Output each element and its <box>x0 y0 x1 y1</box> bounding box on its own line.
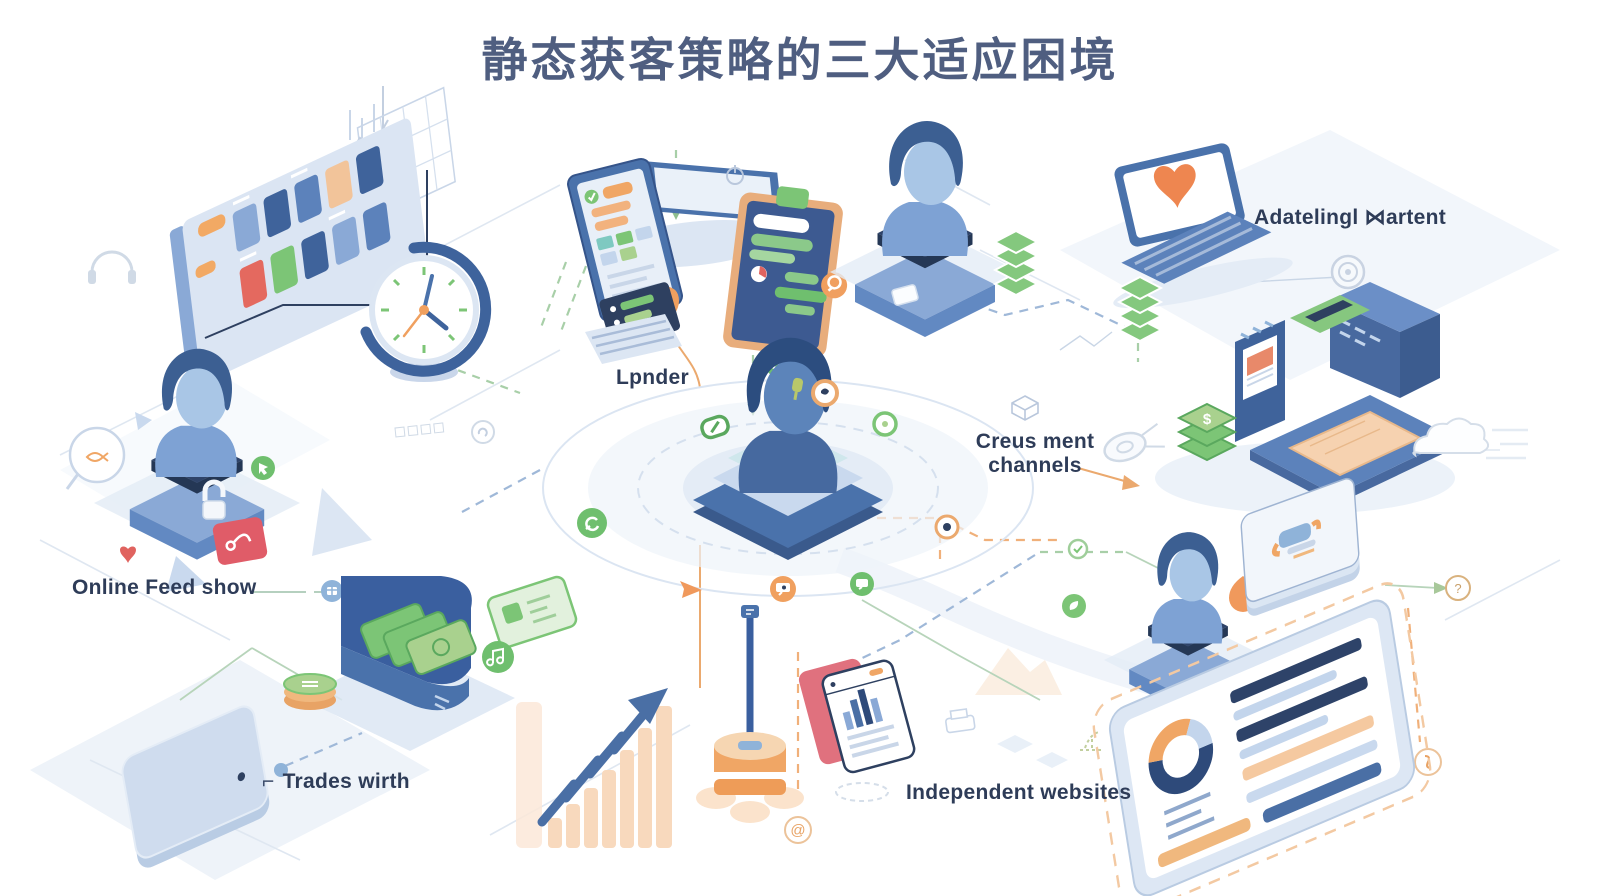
orange-ring-icon <box>811 379 839 407</box>
clock <box>360 241 492 382</box>
money-stack: $ <box>1176 402 1238 462</box>
green-pill-icon <box>700 414 730 440</box>
label-trades-wirth: ⌐ Trades wirth <box>262 770 410 794</box>
svg-text:?: ? <box>1454 581 1461 596</box>
person-top <box>830 120 1038 339</box>
padlock-icon <box>202 479 226 520</box>
sprout-icon <box>1080 731 1104 751</box>
kanban-cards <box>232 146 391 308</box>
label-creus-line1: Creus ment <box>975 430 1095 453</box>
central-hub <box>542 337 1034 597</box>
coil-icon <box>1330 254 1366 290</box>
label-independent-websites: Independent websites <box>906 781 1132 804</box>
online-feed-line <box>252 580 343 602</box>
analytics-tablet <box>1092 582 1432 896</box>
growth-chart <box>516 688 672 848</box>
small-arrow-2 <box>166 556 206 592</box>
cube-icon <box>1011 395 1039 421</box>
hub-badges <box>471 377 1089 618</box>
orange-target-icon <box>934 514 960 540</box>
svg-text:@: @ <box>790 822 805 839</box>
coin-stack <box>283 673 337 710</box>
machine-icon <box>1271 519 1322 559</box>
browser-chart-card <box>798 658 916 774</box>
red-tag-icon <box>212 517 268 565</box>
label-online-feed-show: Online Feed show <box>72 576 257 599</box>
kanban-board <box>169 118 429 389</box>
form-tablet <box>567 157 683 323</box>
red-heart-dot <box>120 546 136 563</box>
power-icon <box>726 165 744 185</box>
squiggle-circle-icon <box>1414 748 1442 776</box>
pole-top-icon <box>741 605 759 618</box>
printer-pos: $ <box>1155 282 1455 514</box>
laptop-heart <box>1113 143 1293 309</box>
at-circle-icon: @ <box>784 816 812 844</box>
olive-pin-icon <box>792 377 804 401</box>
page-title: 静态获客策略的三大适应困境 <box>481 34 1119 86</box>
calendar-dot-icon <box>321 580 343 602</box>
megaphone-icon <box>1103 423 1165 463</box>
small-arrow <box>135 412 152 430</box>
question-circle-icon: ? <box>1445 575 1471 601</box>
donut-chart <box>1148 718 1214 795</box>
paper-plane-icon <box>680 581 702 598</box>
folder-money <box>300 576 515 751</box>
calendar-strip <box>394 422 445 438</box>
chat-bubble-icon <box>821 272 848 299</box>
board-frame-line <box>204 170 428 339</box>
label-creus-ment-channels: Creus ment channels <box>955 430 1115 478</box>
music-badge-icon <box>482 641 514 673</box>
stacked-cards <box>1240 477 1360 616</box>
big-faint-arrow <box>312 488 372 556</box>
green-card <box>486 575 578 649</box>
orange-msg-icon <box>770 576 796 602</box>
label-trades-text: Trades wirth <box>282 770 410 793</box>
green-spiral-icon <box>577 508 607 538</box>
mini-terminal <box>585 282 682 364</box>
dollar-icon: $ <box>1203 411 1212 428</box>
card-icon <box>891 284 919 306</box>
label-adateling: Adatelingl ⋈artent <box>1254 206 1447 229</box>
magnifier-icon <box>65 426 126 490</box>
headset-icon <box>88 250 136 284</box>
green-msg-icon <box>850 572 874 596</box>
label-creus-line2: channels <box>988 454 1082 478</box>
heart-icon <box>1153 164 1196 208</box>
dashed-ellipse <box>835 782 889 802</box>
cloud-icon <box>1412 417 1528 460</box>
green-check-icon <box>1067 538 1089 560</box>
database-cylinder <box>696 605 804 823</box>
green-leaf-icon <box>1062 594 1086 618</box>
label-lpnder: Lpnder <box>616 366 689 389</box>
person-left <box>65 348 300 592</box>
dashed-swirl-icon <box>471 420 495 444</box>
mini-printer-icon <box>945 708 976 734</box>
flat-tablet <box>121 705 270 868</box>
bracket-icon: ⌐ <box>262 770 275 793</box>
green-cursor-icon <box>251 456 275 480</box>
green-stack-2 <box>1118 276 1162 342</box>
green-ring-icon <box>872 411 898 437</box>
